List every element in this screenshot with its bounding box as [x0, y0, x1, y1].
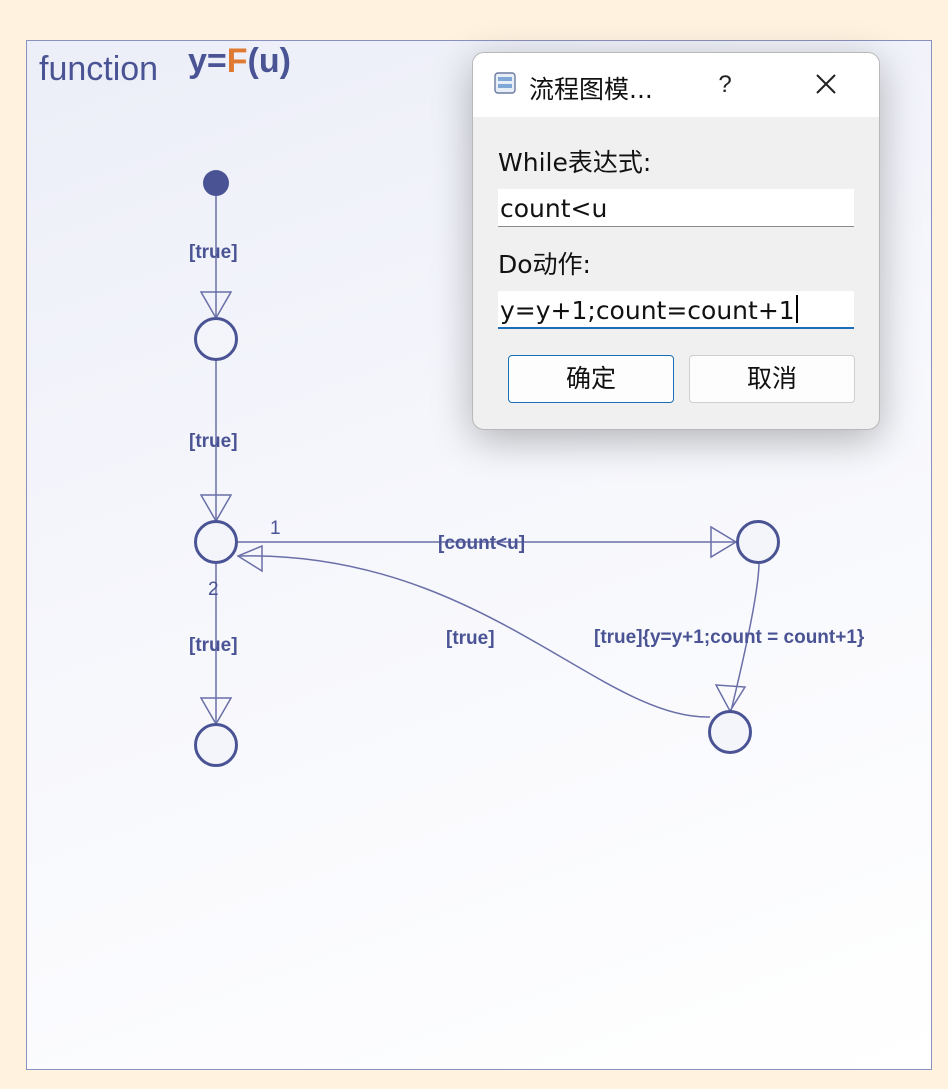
edge-label-loop-condition: [count<u] — [438, 533, 525, 554]
edge-label-node2-down: [true] — [189, 635, 238, 656]
arrowhead-right-node — [710, 525, 738, 559]
close-icon — [816, 74, 836, 94]
signature-function-name: F — [226, 42, 248, 80]
while-expression-value: count<u — [500, 194, 608, 223]
do-action-label: Do动作: — [498, 250, 591, 279]
edge-bottom-to-node2[interactable] — [237, 555, 711, 718]
end-node[interactable] — [194, 723, 238, 767]
do-action-input[interactable]: y=y+1;count=count+1 — [498, 291, 854, 329]
edge-label-loop-action: [true]{y=y+1;count = count+1} — [594, 627, 865, 648]
signature-prefix: y= — [188, 42, 227, 80]
app-icon — [493, 71, 517, 95]
edge-label-loop-back: [true] — [446, 628, 495, 649]
arrowhead-node1 — [199, 291, 233, 320]
arrowhead-bottom-node — [714, 684, 747, 713]
decision-node[interactable] — [194, 520, 238, 564]
function-signature: y=F(u) — [188, 42, 291, 81]
while-expression-input[interactable]: count<u — [498, 189, 854, 227]
port-label-2: 2 — [208, 579, 219, 600]
text-caret — [795, 295, 798, 323]
loop-return-node[interactable] — [708, 710, 752, 754]
signature-suffix: (u) — [247, 42, 291, 80]
junction-node-1[interactable] — [194, 317, 238, 361]
flowchart-template-dialog: 流程图模... ? While表达式: count<u Do动作: y=y+1;… — [472, 52, 880, 430]
do-action-value: y=y+1;count=count+1 — [500, 296, 795, 325]
ok-button[interactable]: 确定 — [508, 355, 674, 403]
loop-body-node[interactable] — [736, 520, 780, 564]
arrowhead-loop-back — [236, 544, 263, 573]
function-keyword: function — [39, 50, 159, 88]
dialog-titlebar[interactable]: 流程图模... ? — [473, 53, 879, 117]
while-expression-label: While表达式: — [498, 148, 652, 177]
cancel-button[interactable]: 取消 — [689, 355, 855, 403]
edge-label-node1: [true] — [189, 431, 238, 452]
arrowhead-node3 — [199, 697, 233, 726]
arrowhead-node2 — [199, 494, 233, 523]
close-button[interactable] — [803, 65, 849, 105]
port-label-1: 1 — [270, 518, 281, 539]
help-button[interactable]: ? — [718, 71, 732, 98]
edge-label-start: [true] — [189, 242, 238, 263]
start-node[interactable] — [203, 170, 229, 196]
dialog-title: 流程图模... — [529, 75, 653, 104]
